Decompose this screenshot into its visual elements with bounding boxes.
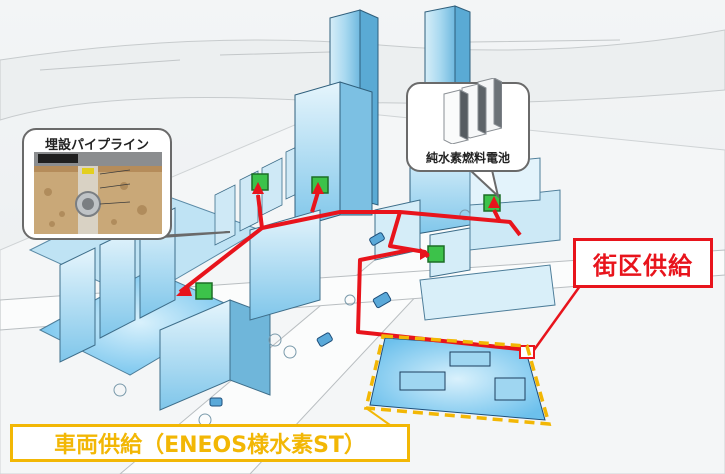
fuelcell-callout-title: 純水素燃料電池 [425, 151, 510, 165]
fuelcell-callout: 純水素燃料電池 [406, 78, 530, 172]
vehicle-leader-line [365, 407, 391, 426]
buried-pipeline-photo [34, 152, 162, 234]
fuel-cell-units-graphic [443, 78, 502, 144]
hydrogen-pipeline [178, 191, 529, 352]
station-outline [363, 334, 552, 426]
fuel-cell-unit [427, 245, 445, 263]
pipeline-arrows [176, 182, 500, 296]
pipeline-callout: 埋設パイプライン [22, 128, 172, 240]
district-supply-label: 街区供給 [573, 238, 713, 288]
vehicle-supply-label: 車両供給（ENEOS様水素ST） [10, 424, 410, 462]
district-leader-line [532, 285, 582, 351]
pipeline-callout-title: 埋設パイプライン [44, 138, 149, 153]
fuel-cell-unit [195, 282, 213, 300]
